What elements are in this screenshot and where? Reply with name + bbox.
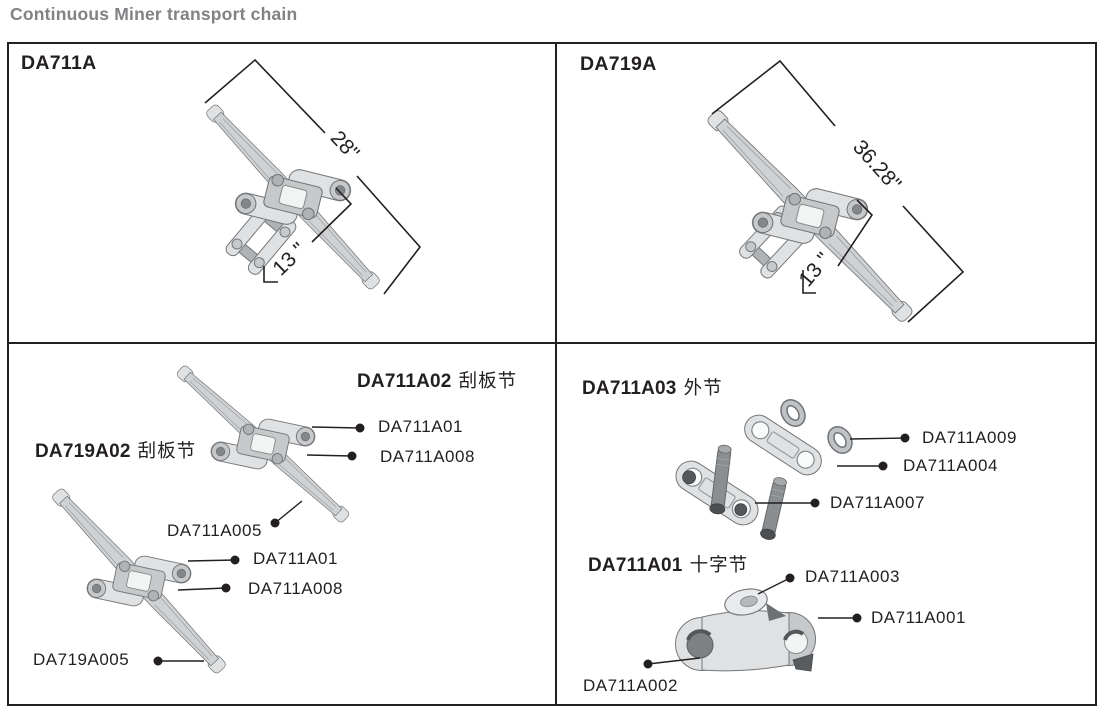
da711a01-heading: DA711A01 十字节 [588,551,748,577]
table-horizontal-divider [7,342,1097,344]
callout-da711a01-upper: DA711A01 [378,417,463,436]
da711a01-cross-joint-illustration [675,588,816,672]
callout-da711a009: DA711A009 [922,428,1017,447]
callout-da711a002: DA711A002 [583,676,678,695]
callout-da711a004: DA711A004 [903,456,998,475]
bottom-left-leader-lines [153,423,365,666]
callout-da711a008-upper: DA711A008 [380,447,475,466]
heading-code: DA711A01 [588,555,683,576]
da719a02-heading: DA719A02 刮板节 [35,437,196,463]
callout-da711a005: DA711A005 [167,521,262,540]
retainer-ring [827,426,853,454]
page-title: Continuous Miner transport chain [10,4,298,24]
heading-code: DA711A02 [357,371,452,392]
heading-code: DA711A03 [582,378,677,399]
da711a03-heading: DA711A03 外节 [582,374,723,400]
callout-da711a008-lower: DA711A008 [248,579,343,598]
retainer-ring [780,399,806,427]
callout-da711a001: DA711A001 [871,608,966,627]
da711a-part-number: DA711A [21,52,97,74]
heading-name-cn: 刮板节 [458,370,518,391]
bottom-right-leader-lines [643,433,910,669]
callout-da711a01-lower: DA711A01 [253,549,338,568]
heading-name-cn: 外节 [683,377,723,398]
table-vertical-divider [555,42,557,706]
callout-da711a003: DA711A003 [805,567,900,586]
da711a02-heading: DA711A02 刮板节 [357,367,517,393]
da719a-part-number: DA719A [580,53,657,75]
callout-da711a007: DA711A007 [830,493,925,512]
heading-name-cn: 十字节 [689,554,749,575]
parts-table-border [7,42,1097,706]
da711a03-exploded-illustration [675,399,853,540]
callout-da719a005: DA719A005 [33,650,130,669]
heading-code: DA719A02 [35,441,131,462]
heading-name-cn: 刮板节 [137,440,197,461]
